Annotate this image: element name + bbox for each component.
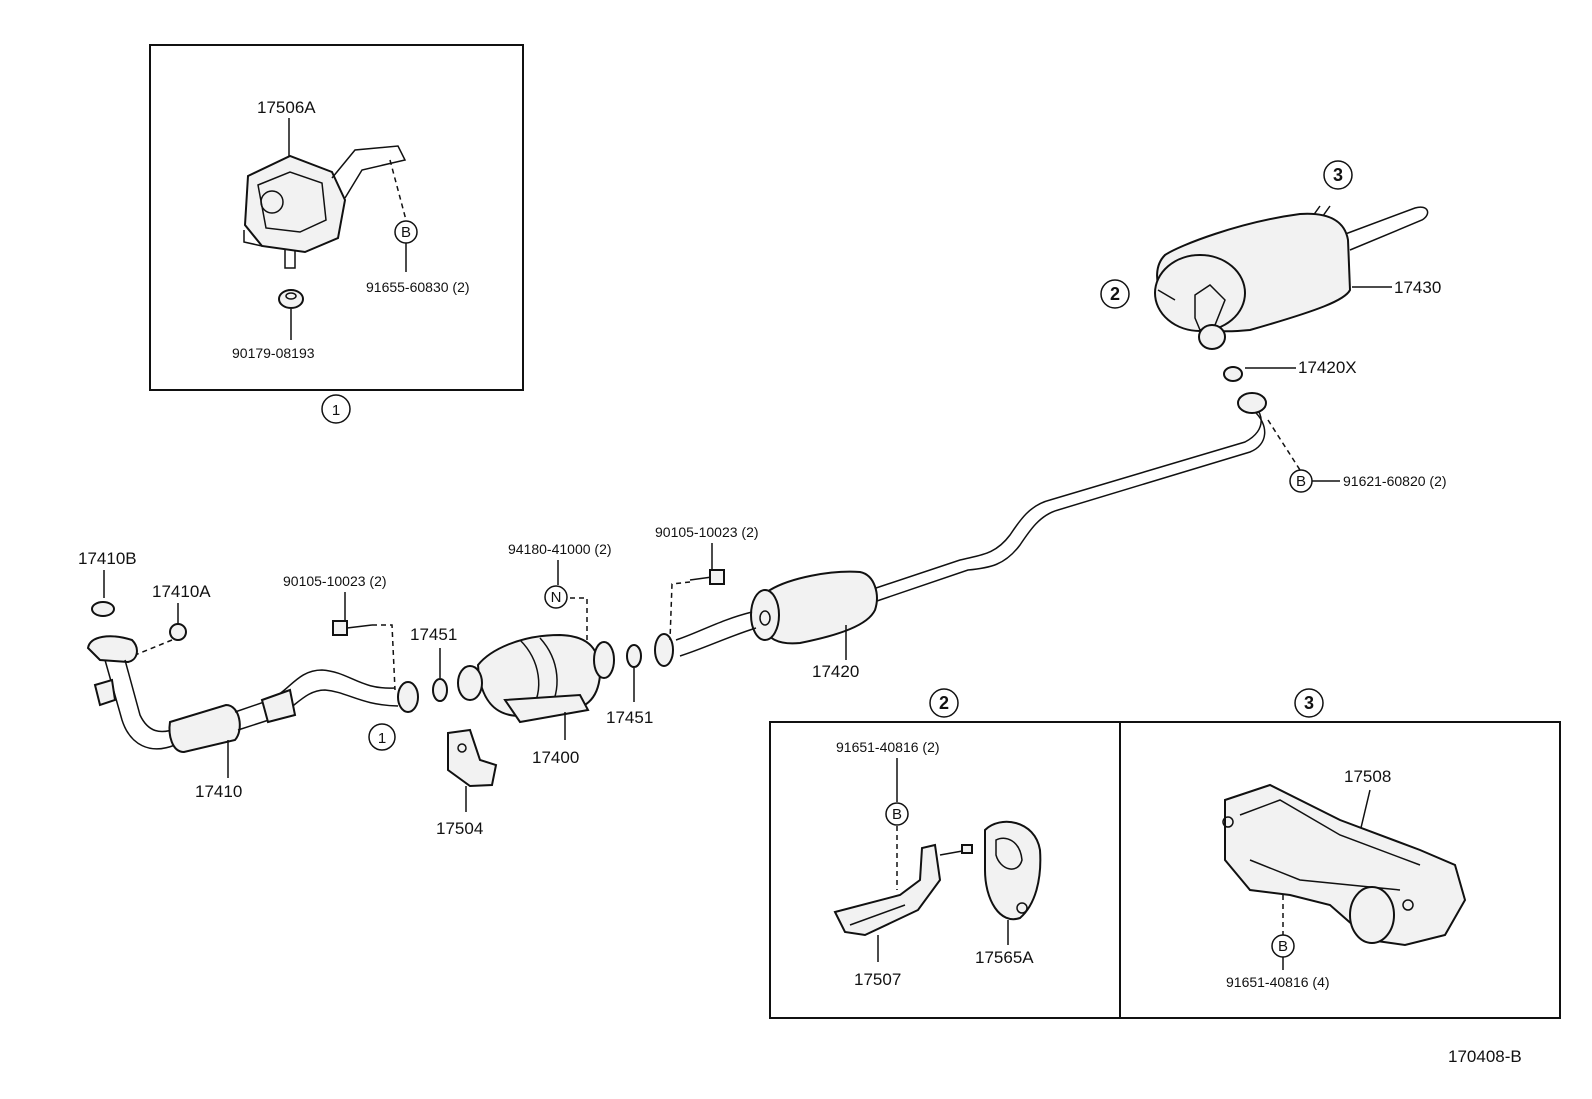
label-muffler-17430: 17430 (1394, 278, 1441, 297)
label-bracket-17508: 17508 (1344, 767, 1391, 786)
callout-1-inset-number: 1 (332, 402, 340, 419)
bolt-90105-center (689, 569, 725, 585)
callout-3-muffler (1323, 160, 1353, 190)
callout-3-inset-number: 3 (1304, 693, 1314, 713)
dash-90105-front (372, 624, 396, 691)
inset-1-frame (149, 44, 524, 391)
leader-17508 (1359, 789, 1371, 833)
callout-1-pipe-number: 1 (378, 730, 386, 747)
label-bolt-91655: 91655-60830 (2) (366, 279, 470, 295)
callout-3-inset (1294, 688, 1324, 718)
diagram-code: 170408-B (1448, 1047, 1522, 1066)
front-pipe-17410 (86, 635, 419, 754)
nut-90179 (278, 289, 304, 309)
gasket-17410a (169, 623, 187, 641)
callout-b-inset2 (885, 802, 909, 826)
gasket-17410b (91, 601, 115, 617)
callout-2-inset (929, 688, 959, 718)
bolt-90105-front (332, 620, 373, 636)
callout-2-muffler-number: 2 (1110, 284, 1120, 304)
label-converter-17400: 17400 (532, 748, 579, 767)
label-nut-90179: 90179-08193 (232, 345, 315, 361)
label-hanger-17565a: 17565A (975, 948, 1034, 967)
callout-b-91621-letter: B (1296, 473, 1306, 490)
label-center-pipe-17420: 17420 (812, 662, 859, 681)
label-bracket-17507: 17507 (854, 970, 901, 989)
muffler-17430 (1154, 205, 1429, 350)
label-bracket-17504: 17504 (436, 819, 483, 838)
gasket-17451-left (432, 678, 448, 702)
callout-3-muffler-number: 3 (1333, 165, 1343, 185)
label-gasket-17451-right: 17451 (606, 708, 653, 727)
dash-inset1-b (389, 159, 407, 221)
gasket-17451-right (626, 644, 642, 668)
callout-1-inset (321, 394, 351, 424)
callout-n-94180-letter: N (551, 589, 562, 606)
hanger-rubber-17506a (243, 145, 407, 269)
hanger-17565a (984, 820, 1042, 921)
bracket-17508 (1222, 783, 1467, 947)
label-nut-94180: 94180-41000 (2) (508, 541, 612, 557)
callout-b-inset3-letter: B (1278, 938, 1288, 955)
label-bolt-91651-inset3: 91651-40816 (4) (1226, 974, 1330, 990)
label-front-pipe-17410: 17410 (195, 782, 242, 801)
dash-91621 (1267, 419, 1301, 471)
label-bolt-90105-center: 90105-10023 (2) (655, 524, 759, 540)
callout-2-inset-number: 2 (939, 693, 949, 713)
label-bolt-91651-inset2: 91651-40816 (2) (836, 739, 940, 755)
bracket-17504 (447, 728, 498, 788)
callout-2-muffler (1100, 279, 1130, 309)
dash-90105-center (669, 581, 691, 641)
label-gasket-17410a: 17410A (152, 582, 211, 601)
callout-b-inset2-letter: B (892, 806, 902, 823)
insets-2-3-frame (769, 721, 1561, 1019)
label-bolt-91621: 91621-60820 (2) (1343, 473, 1447, 489)
callout-b-inset1-letter: B (401, 224, 411, 241)
label-gasket-17410b: 17410B (78, 549, 137, 568)
catalytic-converter-17400 (457, 633, 615, 724)
dash-17410a (134, 639, 173, 656)
label-gasket-17420x: 17420X (1298, 358, 1357, 377)
center-pipe-17420 (654, 392, 1267, 667)
label-bolt-90105-front: 90105-10023 (2) (283, 573, 387, 589)
label-gasket-17451-left: 17451 (410, 625, 457, 644)
callout-n-94180 (544, 585, 568, 609)
dash-94180 (570, 597, 588, 640)
callout-1-pipe (368, 723, 396, 751)
gasket-17420x (1223, 366, 1243, 382)
label-hanger-17506a: 17506A (257, 98, 316, 117)
bracket-17507 (833, 843, 973, 937)
